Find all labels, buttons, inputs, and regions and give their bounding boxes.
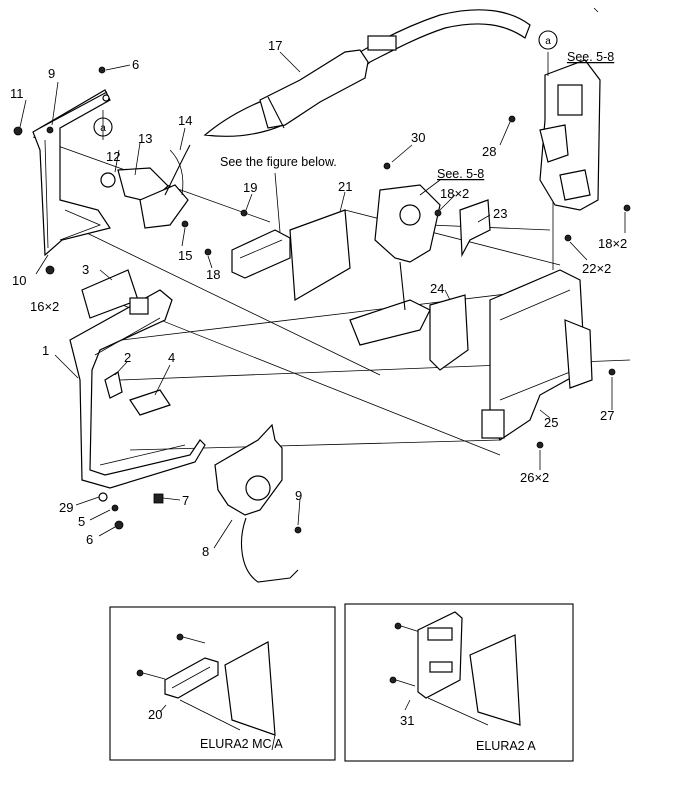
bracket-part-4 [129, 389, 171, 416]
callout-13: 13 [138, 131, 152, 146]
right-frame-part-25 [481, 269, 593, 441]
callout-17: 17 [268, 38, 282, 53]
callout-23: 23 [493, 206, 507, 221]
callout-15: 15 [178, 248, 192, 263]
callout-11: 11 [10, 86, 24, 101]
callout-3: 3 [82, 262, 89, 277]
board-part-24 [429, 294, 469, 371]
callout-18x2-right: 18×2 [598, 236, 627, 251]
callout-1: 1 [42, 343, 49, 358]
callout-30: 30 [411, 130, 425, 145]
callout-9-top: 9 [48, 66, 55, 81]
callout-14: 14 [178, 113, 192, 128]
bracket-parts-12-14 [100, 144, 191, 229]
connector-bracket-part-19 [231, 229, 291, 279]
callout-24: 24 [430, 281, 444, 296]
screws [13, 66, 631, 534]
left-cover-part-10 [32, 89, 111, 257]
callout-19: 19 [243, 180, 257, 195]
callout-28: 28 [482, 144, 496, 159]
inset-elura2-mc-a: 20 ELURA2 MC A [109, 606, 336, 761]
top-right-unit [539, 59, 601, 211]
callout-9-bottom: 9 [295, 488, 302, 503]
frame-part-1 [69, 289, 206, 489]
centre-assembly-part-30 [349, 184, 441, 346]
callout-8: 8 [202, 544, 209, 559]
strap-part-17 [203, 9, 531, 137]
pad-part-7 [153, 493, 164, 504]
inset-model-label: ELURA2 A [476, 739, 536, 753]
callout-21: 21 [338, 179, 352, 194]
inset-elura2-a: 31 ELURA2 A [344, 603, 574, 762]
callout-7: 7 [182, 493, 189, 508]
callout-26: 26×2 [520, 470, 549, 485]
callout-16: 16×2 [30, 299, 59, 314]
callout-25: 25 [544, 415, 558, 430]
callout-31: 31 [400, 713, 414, 728]
callout-6-top: 6 [132, 57, 139, 72]
callout-12: 12 [106, 149, 120, 164]
callout-numbers: 11 9 6 12 13 14 15 10 16×2 17 18 19 21 3… [10, 38, 627, 559]
callout-29: 29 [59, 500, 73, 515]
callout-18: 18 [206, 267, 220, 282]
leader-lines [19, 51, 626, 549]
see-reference-mid: See. 5-8 [437, 167, 484, 181]
marker-a-text: a [100, 123, 106, 134]
see-figure-below-note: See the figure below. [220, 155, 337, 169]
board-part-21 [289, 209, 351, 302]
callout-20: 20 [148, 707, 162, 722]
callout-5: 5 [78, 514, 85, 529]
stray-mark [593, 7, 599, 13]
see-reference-top: See. 5-8 [567, 50, 614, 64]
bracket-part-8 [214, 423, 299, 583]
inset-model-label: ELURA2 MC A [200, 737, 283, 751]
callout-22: 22×2 [582, 261, 611, 276]
bracket-part-23 [459, 199, 491, 258]
callout-27: 27 [600, 408, 614, 423]
reference-marker-a-right: a [538, 30, 558, 50]
marker-a-text: a [545, 36, 551, 47]
callout-2: 2 [124, 350, 131, 365]
reference-marker-a-left: a [93, 117, 113, 137]
callout-10: 10 [12, 273, 26, 288]
callout-4: 4 [168, 350, 175, 365]
callout-6-bottom: 6 [86, 532, 93, 547]
callout-18x2-mid: 18×2 [440, 186, 469, 201]
clip-part-2 [104, 371, 123, 399]
